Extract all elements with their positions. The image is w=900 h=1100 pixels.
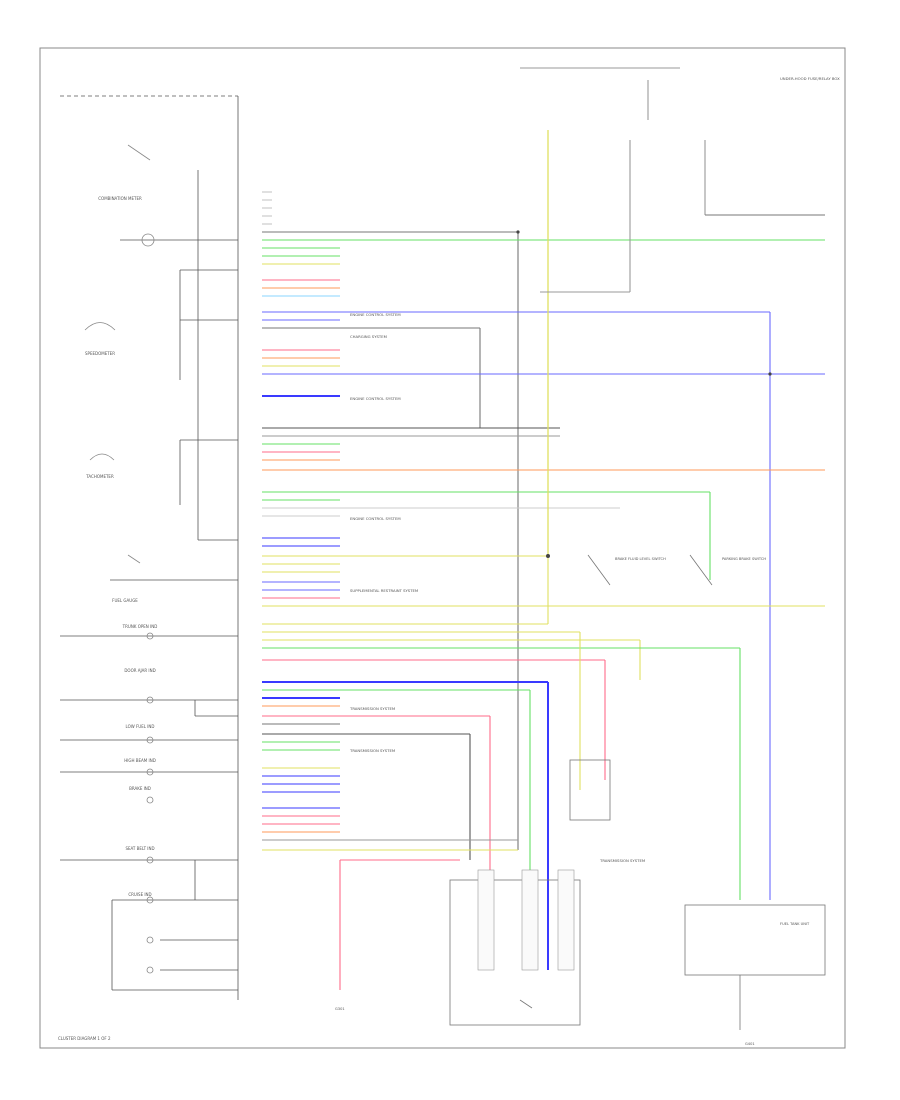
engine-control-system-2-label: ENGINE CONTROL SYSTEM xyxy=(350,396,401,401)
charging-system-label: CHARGING SYSTEM xyxy=(350,334,387,339)
wire-harness xyxy=(262,130,825,990)
tachometer-label: TACHOMETER xyxy=(85,474,114,479)
door-ajar-lamp-label: DOOR AJAR IND xyxy=(124,668,155,673)
gauge-symbols xyxy=(84,144,155,974)
brake-fluid-switch-label: BRAKE FLUID LEVEL SWITCH xyxy=(615,557,666,561)
page-label: CLUSTER DIAGRAM 1 OF 2 xyxy=(58,1036,111,1041)
transmission-system-2-label: TRANSMISSION SYSTEM xyxy=(349,748,395,753)
parking-brake-switch-label: PARKING BRAKE SWITCH xyxy=(722,557,766,561)
high-beam-lamp-label: HIGH BEAM IND xyxy=(124,758,156,763)
connector-pin-ticks xyxy=(262,191,272,225)
trunk-lamp-label: TRUNK OPEN IND xyxy=(122,624,158,629)
left-cluster-panel xyxy=(60,95,239,1000)
diagram-frame xyxy=(39,47,846,1049)
transmission-system-1-label: TRANSMISSION SYSTEM xyxy=(349,706,395,711)
seat-belt-lamp-label: SEAT BELT IND xyxy=(125,846,154,851)
ground-label-2: G401 xyxy=(745,1042,755,1046)
cruise-lamp-label: CRUISE IND xyxy=(128,892,151,897)
right-components xyxy=(449,67,826,1030)
fuse-box-label: UNDER-HOOD FUSE/RELAY BOX xyxy=(780,76,840,81)
transmission-system-3-label: TRANSMISSION SYSTEM xyxy=(599,858,645,863)
ground-label-1: G301 xyxy=(335,1007,345,1011)
speedometer-label: SPEEDOMETER xyxy=(85,351,115,356)
fuel-gauge-label: FUEL GAUGE xyxy=(112,598,138,603)
brake-lamp-label: BRAKE IND xyxy=(129,786,151,791)
lo-fuel-lamp-label: LOW FUEL IND xyxy=(126,724,155,729)
engine-control-system-1-label: ENGINE CONTROL SYSTEM xyxy=(350,312,401,317)
connector-block xyxy=(477,869,575,971)
srs-system-label: SUPPLEMENTAL RESTRAINT SYSTEM xyxy=(350,588,418,593)
cluster-title: COMBINATION METER xyxy=(98,196,142,201)
fuel-sender-label: FUEL TANK UNIT xyxy=(780,922,810,926)
splice-points xyxy=(516,230,772,558)
engine-control-system-3-label: ENGINE CONTROL SYSTEM xyxy=(350,516,401,521)
